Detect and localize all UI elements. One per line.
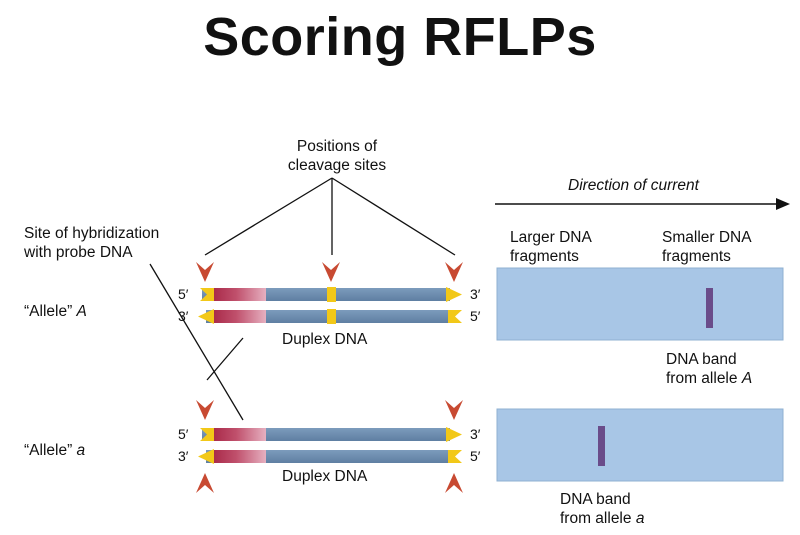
allele-a-top-left-label: 5′: [178, 426, 189, 442]
smaller-line2: fragments: [662, 248, 731, 265]
allele-a-label: “Allele” a: [24, 441, 85, 460]
cleavage-arrow-icon: [322, 262, 340, 282]
gel-lane-allele-A: [496, 267, 784, 341]
smaller-fragments-label: Smaller DNA fragments: [662, 228, 752, 266]
allele-a-bottom-left-end: [198, 449, 214, 464]
cleavage-positions-line2: cleavage sites: [287, 157, 387, 174]
larger-line1: Larger DNA: [510, 229, 592, 246]
allele-a-bottom-right-end: [448, 450, 462, 463]
larger-fragments-label: Larger DNA fragments: [510, 228, 592, 266]
allele-a-cleavage-arrows: [196, 400, 463, 493]
cleavage-arrow-icon: [445, 262, 463, 282]
allele-A-bottom-right-end: [448, 310, 462, 323]
allele-a-prefix: “Allele”: [24, 442, 77, 459]
cleavage-arrow-icon: [196, 400, 214, 420]
allele-a-band-letter: a: [635, 510, 645, 527]
allele-A-band-letter: A: [741, 370, 753, 387]
allele-A-band-line1: DNA band: [666, 351, 737, 368]
allele-a-top-right-label: 3′: [470, 426, 481, 442]
allele-A-cleavage-arrows: [196, 262, 463, 282]
allele-a-bottom-strand: [206, 450, 450, 463]
gel-band-allele-a: [598, 426, 605, 466]
allele-A-label: “Allele” A: [24, 302, 87, 321]
allele-a-band-prefix: from allele: [560, 510, 636, 527]
allele-a-band-label: DNA band from allele a: [560, 490, 644, 528]
hybridization-label: Site of hybridization with probe DNA: [24, 224, 159, 262]
cleavage-arrow-icon: [196, 262, 214, 282]
allele-A-top-left-end: [200, 288, 214, 301]
allele-A-bottom-left-label: 3′: [178, 308, 189, 324]
cleavage-pointer-lines: [204, 177, 456, 256]
allele-A-bottom-left-end: [198, 309, 214, 324]
cleavage-positions-label: Positions of cleavage sites: [272, 137, 402, 175]
allele-A-prefix: “Allele”: [24, 303, 77, 320]
allele-A-bottom-right-label: 5′: [470, 308, 481, 324]
allele-A-top-right-label: 3′: [470, 286, 481, 302]
direction-label: Direction of current: [568, 177, 699, 194]
allele-A-letter: A: [76, 303, 87, 320]
gel-lane-allele-a: [496, 408, 784, 482]
cleavage-arrow-icon: [445, 400, 463, 420]
gel-band-allele-A: [706, 288, 713, 328]
allele-A-duplex: [198, 287, 462, 324]
allele-A-band-prefix: from allele: [666, 370, 742, 387]
direction-arrow: [495, 198, 790, 210]
allele-A-top-right-end: [446, 287, 462, 302]
allele-a-duplex-label: Duplex DNA: [282, 468, 368, 485]
allele-a-band-line1: DNA band: [560, 491, 631, 508]
hybridization-line1: Site of hybridization: [24, 225, 160, 242]
allele-a-top-left-end: [200, 428, 214, 441]
allele-a-bottom-right-label: 5′: [470, 448, 481, 464]
allele-A-duplex-label: Duplex DNA: [282, 331, 368, 348]
smaller-line1: Smaller DNA: [662, 229, 752, 246]
allele-a-top-right-end: [446, 427, 462, 442]
hybridization-pointer-lines: [149, 263, 244, 421]
allele-a-letter: a: [76, 442, 86, 459]
cleavage-arrow-icon: [196, 473, 214, 493]
larger-line2: fragments: [510, 248, 579, 265]
cleavage-positions-line1: Positions of: [296, 138, 378, 155]
diagram-title: Scoring RFLPs: [203, 7, 597, 67]
allele-A-band-label: DNA band from allele A: [666, 350, 752, 388]
cleavage-arrow-icon: [445, 473, 463, 493]
allele-a-duplex: [198, 427, 462, 464]
allele-a-bottom-left-label: 3′: [178, 448, 189, 464]
hybridization-line2: with probe DNA: [24, 244, 133, 261]
allele-A-top-left-label: 5′: [178, 286, 189, 302]
